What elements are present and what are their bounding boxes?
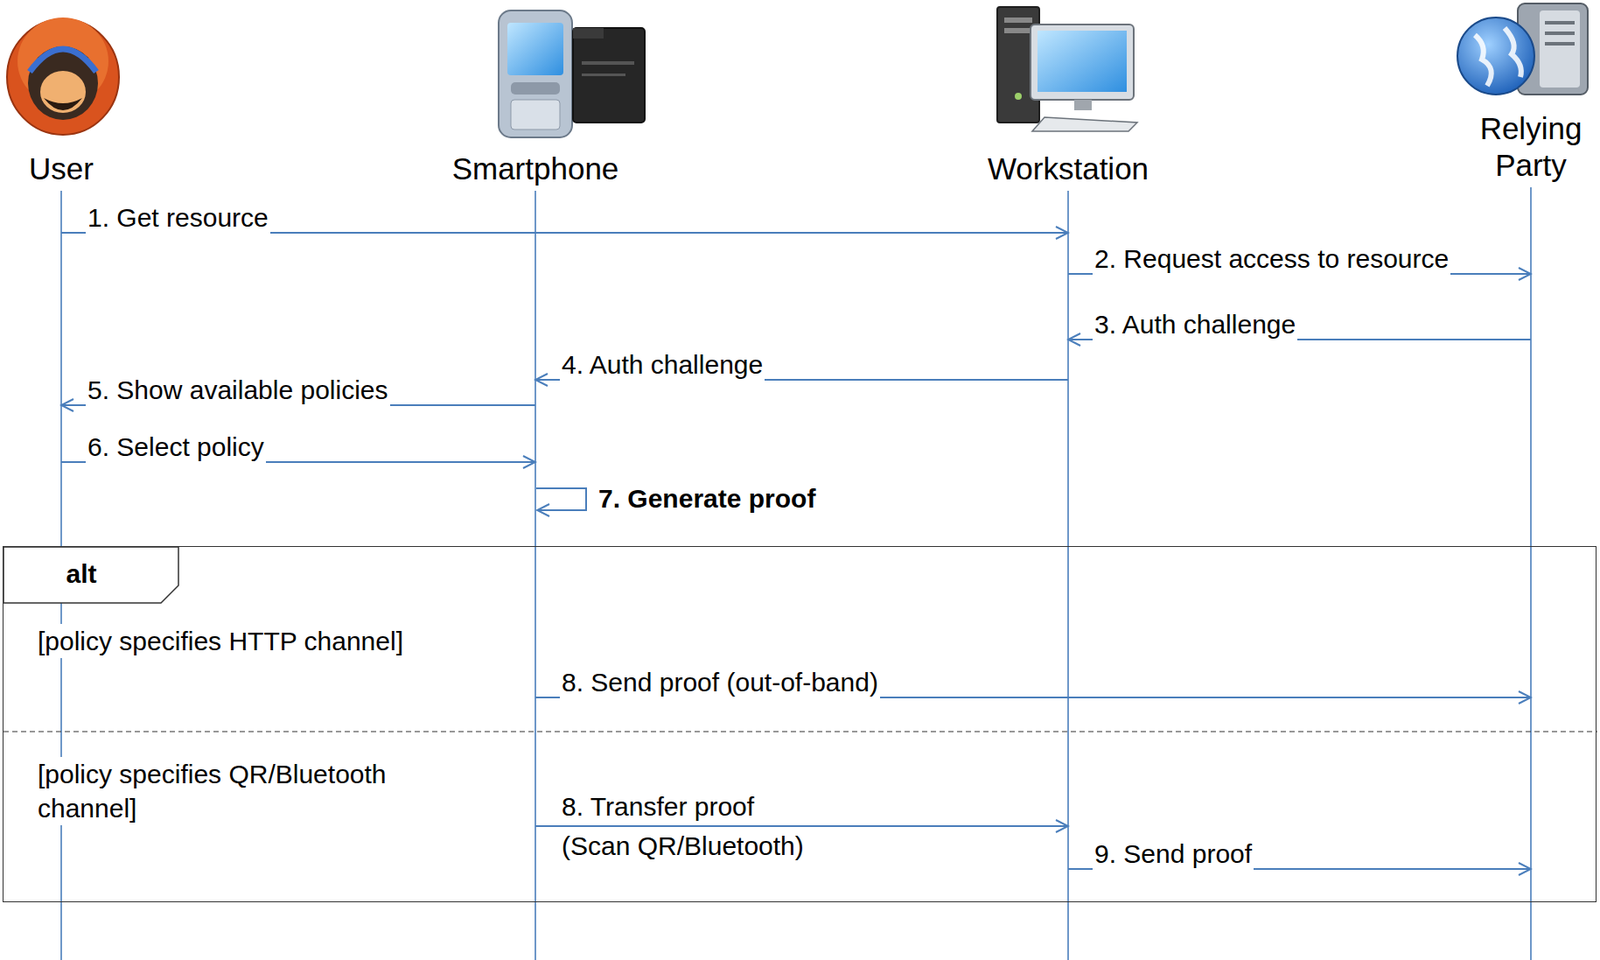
actor-name: Relying Party: [1469, 110, 1593, 184]
message-label: 9. Send proof: [1092, 838, 1254, 870]
message-label: 2. Request access to resource: [1092, 243, 1451, 275]
message-label: 6. Select policy: [85, 431, 266, 463]
message-label: 4. Auth challenge: [559, 349, 765, 381]
relying-party-icon: [1457, 3, 1588, 95]
lifelines: [61, 187, 1531, 960]
message-label: 3. Auth challenge: [1092, 308, 1298, 341]
actor-name: Workstation: [928, 150, 1209, 188]
actor-box: Workstation: [928, 150, 1209, 188]
user-icon: [6, 17, 119, 135]
alt-separator: [3, 730, 1598, 732]
guard-condition: [policy specifies QR/Bluetooth channel]: [34, 756, 461, 825]
smartphone-icon: [498, 10, 645, 138]
lifeline: [1530, 187, 1532, 960]
lifeline: [1067, 190, 1069, 960]
message-label: 1. Get resource: [85, 202, 271, 234]
lifeline: [534, 190, 537, 960]
actor-box: Smartphone: [395, 150, 676, 188]
workstation-icon: [997, 6, 1138, 132]
frame-operator: alt: [3, 558, 160, 589]
frame-tab: [3, 546, 179, 603]
message-label: 8. Transfer proof (Scan QR/Bluetooth): [559, 786, 822, 866]
actor-box: User: [0, 150, 158, 188]
actor-name: User: [0, 150, 158, 188]
message-label: 5. Show available policies: [85, 374, 391, 406]
message-label: 8. Send proof (out-of-band): [559, 666, 881, 699]
actor-box: Relying Party: [1469, 110, 1593, 184]
message-label: 7. Generate proof: [596, 482, 818, 515]
self-message: [536, 488, 587, 511]
actor-name: Smartphone: [395, 150, 676, 188]
message-arrow: [535, 824, 1069, 827]
guard-condition: [policy specifies HTTP channel]: [34, 623, 406, 658]
